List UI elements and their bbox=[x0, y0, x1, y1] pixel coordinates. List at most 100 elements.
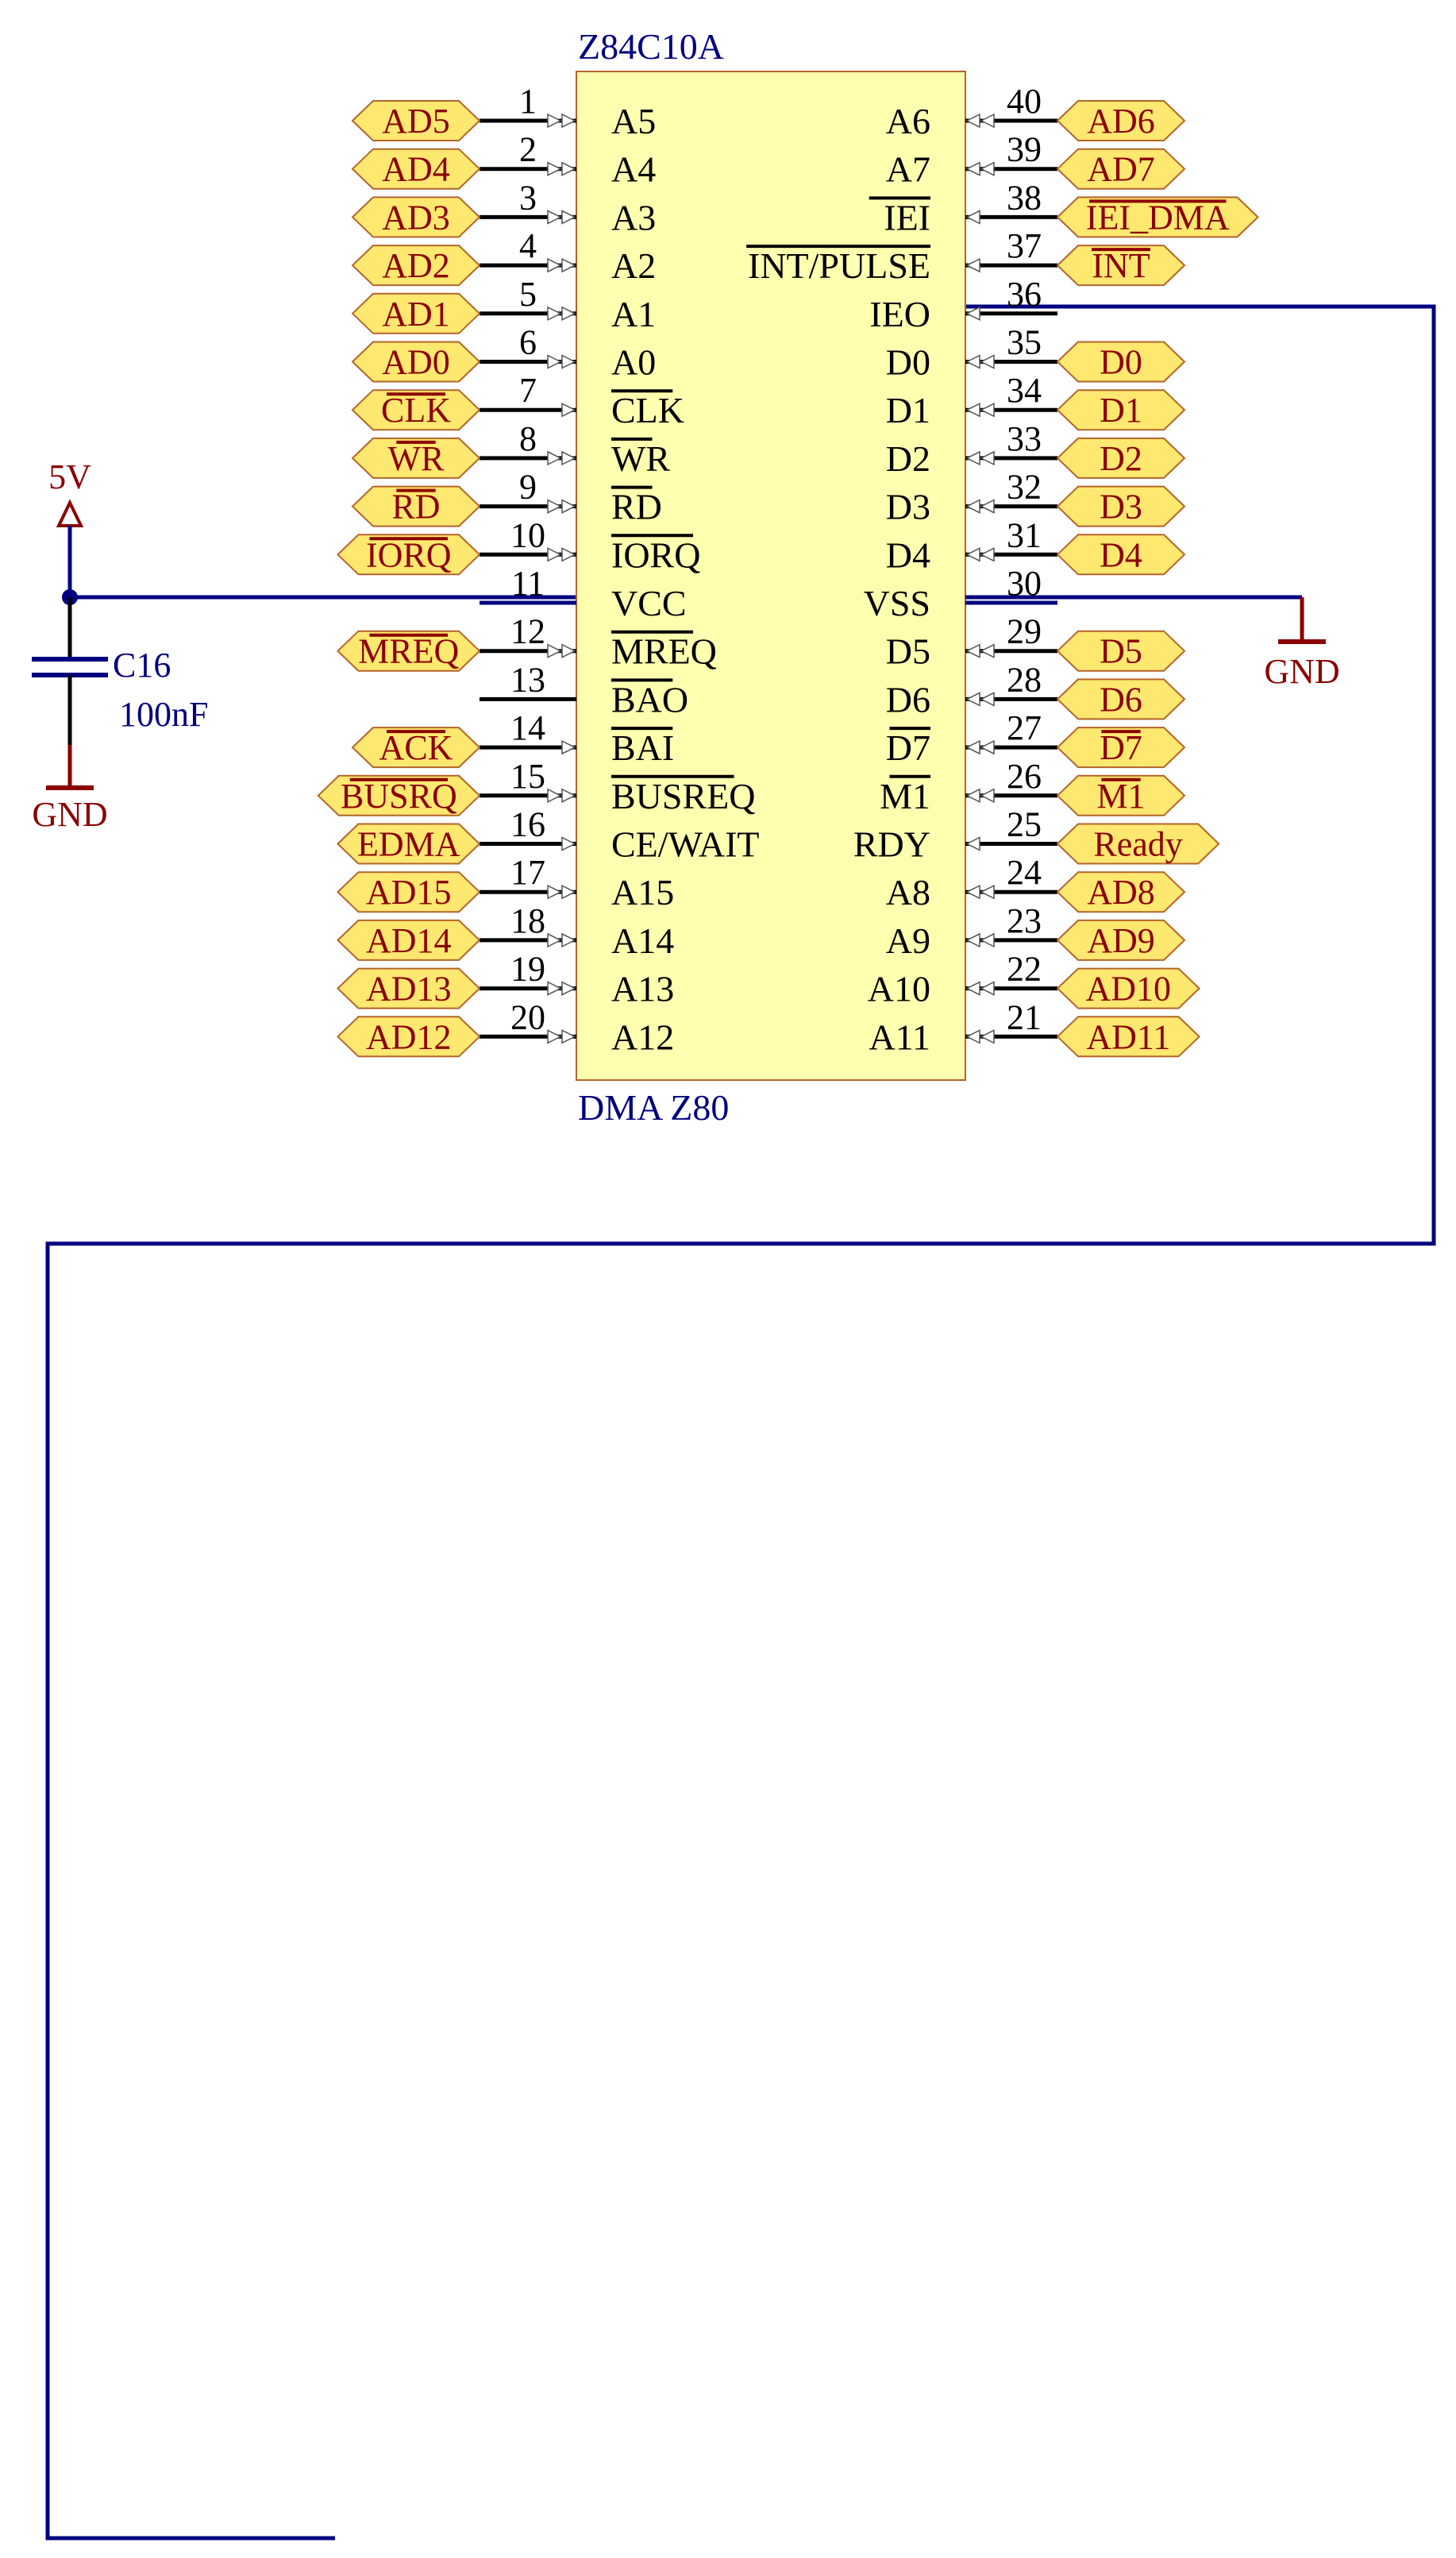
bidirectional-arrow-icon bbox=[547, 354, 576, 369]
pin-name: A11 bbox=[869, 1017, 930, 1057]
port-label: AD4 bbox=[382, 150, 450, 189]
net-port-ad12: AD12 bbox=[336, 1016, 481, 1058]
port-label: IORQ bbox=[366, 535, 452, 574]
bidirectional-arrow-icon bbox=[547, 306, 576, 322]
port-label: IEI_DMA bbox=[1086, 198, 1230, 237]
net-port-ad15: AD15 bbox=[336, 871, 481, 913]
bidirectional-arrow-icon bbox=[965, 354, 995, 369]
pin-name: A1 bbox=[611, 294, 656, 334]
chip-body bbox=[576, 71, 966, 1081]
pin-name: D7 bbox=[886, 727, 930, 768]
net-port-ad7: AD7 bbox=[1056, 148, 1186, 190]
port-shape bbox=[1056, 823, 1220, 865]
gnd-right-label: GND bbox=[1264, 652, 1339, 691]
pin-name: WR bbox=[611, 438, 670, 479]
port-shape bbox=[1056, 389, 1186, 431]
port-label: AD3 bbox=[382, 198, 450, 237]
pin-number: 27 bbox=[1007, 708, 1042, 747]
port-shape bbox=[351, 100, 481, 141]
pin-name: INT/PULSE bbox=[748, 245, 930, 286]
pin-name: A14 bbox=[611, 920, 674, 961]
pin-number: 31 bbox=[1007, 515, 1042, 554]
port-shape bbox=[351, 148, 481, 190]
port-label: AD15 bbox=[366, 873, 452, 912]
vcc-decoupling-section: 5V GND C16 100nF bbox=[32, 457, 576, 834]
pin-name: D2 bbox=[886, 438, 930, 479]
net-port-d4: D4 bbox=[1056, 534, 1186, 576]
pin-name: A7 bbox=[886, 149, 930, 190]
bidirectional-arrow-icon bbox=[965, 402, 995, 418]
port-shape bbox=[336, 630, 481, 672]
port-label: D6 bbox=[1100, 680, 1142, 719]
port-shape bbox=[336, 919, 481, 961]
net-port-d6: D6 bbox=[1056, 678, 1186, 720]
port-label: AD8 bbox=[1087, 873, 1155, 912]
vcc-arrow-icon bbox=[56, 499, 84, 527]
pin-name: IEI bbox=[884, 197, 930, 237]
net-port-ad9: AD9 bbox=[1056, 919, 1186, 961]
port-shape bbox=[336, 967, 481, 1009]
bidirectional-arrow-icon bbox=[965, 1029, 995, 1044]
pin-number: 3 bbox=[519, 178, 537, 217]
pin-name: A13 bbox=[611, 969, 674, 1009]
port-label: AD9 bbox=[1087, 921, 1155, 960]
port-shape bbox=[1056, 100, 1186, 141]
pin-number: 6 bbox=[519, 323, 537, 362]
port-shape bbox=[351, 485, 481, 527]
port-shape bbox=[351, 727, 481, 769]
port-label: D2 bbox=[1100, 439, 1142, 478]
pin-number: 32 bbox=[1007, 468, 1042, 507]
port-shape bbox=[1056, 1016, 1201, 1058]
net-port-d0: D0 bbox=[1056, 341, 1186, 383]
pin-name: CE/WAIT bbox=[611, 824, 760, 865]
net-port-ad4: AD4 bbox=[351, 148, 481, 190]
net-port-ad11: AD11 bbox=[1056, 1016, 1201, 1058]
pin-name: D5 bbox=[886, 631, 930, 672]
net-port-m1: M1 bbox=[1056, 774, 1186, 816]
bidirectional-arrow-icon bbox=[965, 739, 995, 755]
pin-number: 21 bbox=[1007, 997, 1042, 1036]
pin-number: 16 bbox=[510, 805, 545, 844]
pin-number: 30 bbox=[1007, 564, 1042, 603]
port-shape bbox=[1056, 919, 1186, 961]
pin-number: 15 bbox=[510, 757, 545, 796]
port-label: RD bbox=[391, 488, 440, 527]
bidirectional-arrow-icon bbox=[965, 788, 995, 804]
capacitor-ref: C16 bbox=[113, 646, 171, 685]
input-arrow-icon bbox=[965, 257, 980, 273]
chip-value: DMA Z80 bbox=[578, 1087, 729, 1128]
bidirectional-arrow-icon bbox=[547, 257, 576, 273]
bidirectional-arrow-icon bbox=[547, 1029, 576, 1044]
port-label: CLK bbox=[381, 391, 451, 430]
port-shape bbox=[1056, 485, 1186, 527]
pin-name: D3 bbox=[886, 487, 930, 527]
port-shape bbox=[1056, 437, 1186, 479]
pin-name: A0 bbox=[611, 342, 656, 383]
pin-name: IORQ bbox=[611, 534, 700, 575]
pin-number: 40 bbox=[1007, 82, 1042, 121]
net-port-busrq: BUSRQ bbox=[317, 774, 481, 816]
port-shape bbox=[351, 196, 481, 238]
pin-name: A15 bbox=[611, 872, 674, 912]
bidirectional-arrow-icon bbox=[547, 499, 576, 514]
pin-number: 29 bbox=[1007, 612, 1042, 651]
port-label: BUSRQ bbox=[341, 777, 457, 816]
net-port-ack: ACK bbox=[351, 727, 481, 769]
pin-number: 37 bbox=[1007, 226, 1042, 265]
net-port-iorq: IORQ bbox=[336, 534, 481, 576]
pin-name: A9 bbox=[886, 920, 930, 961]
port-label: AD6 bbox=[1087, 102, 1155, 141]
